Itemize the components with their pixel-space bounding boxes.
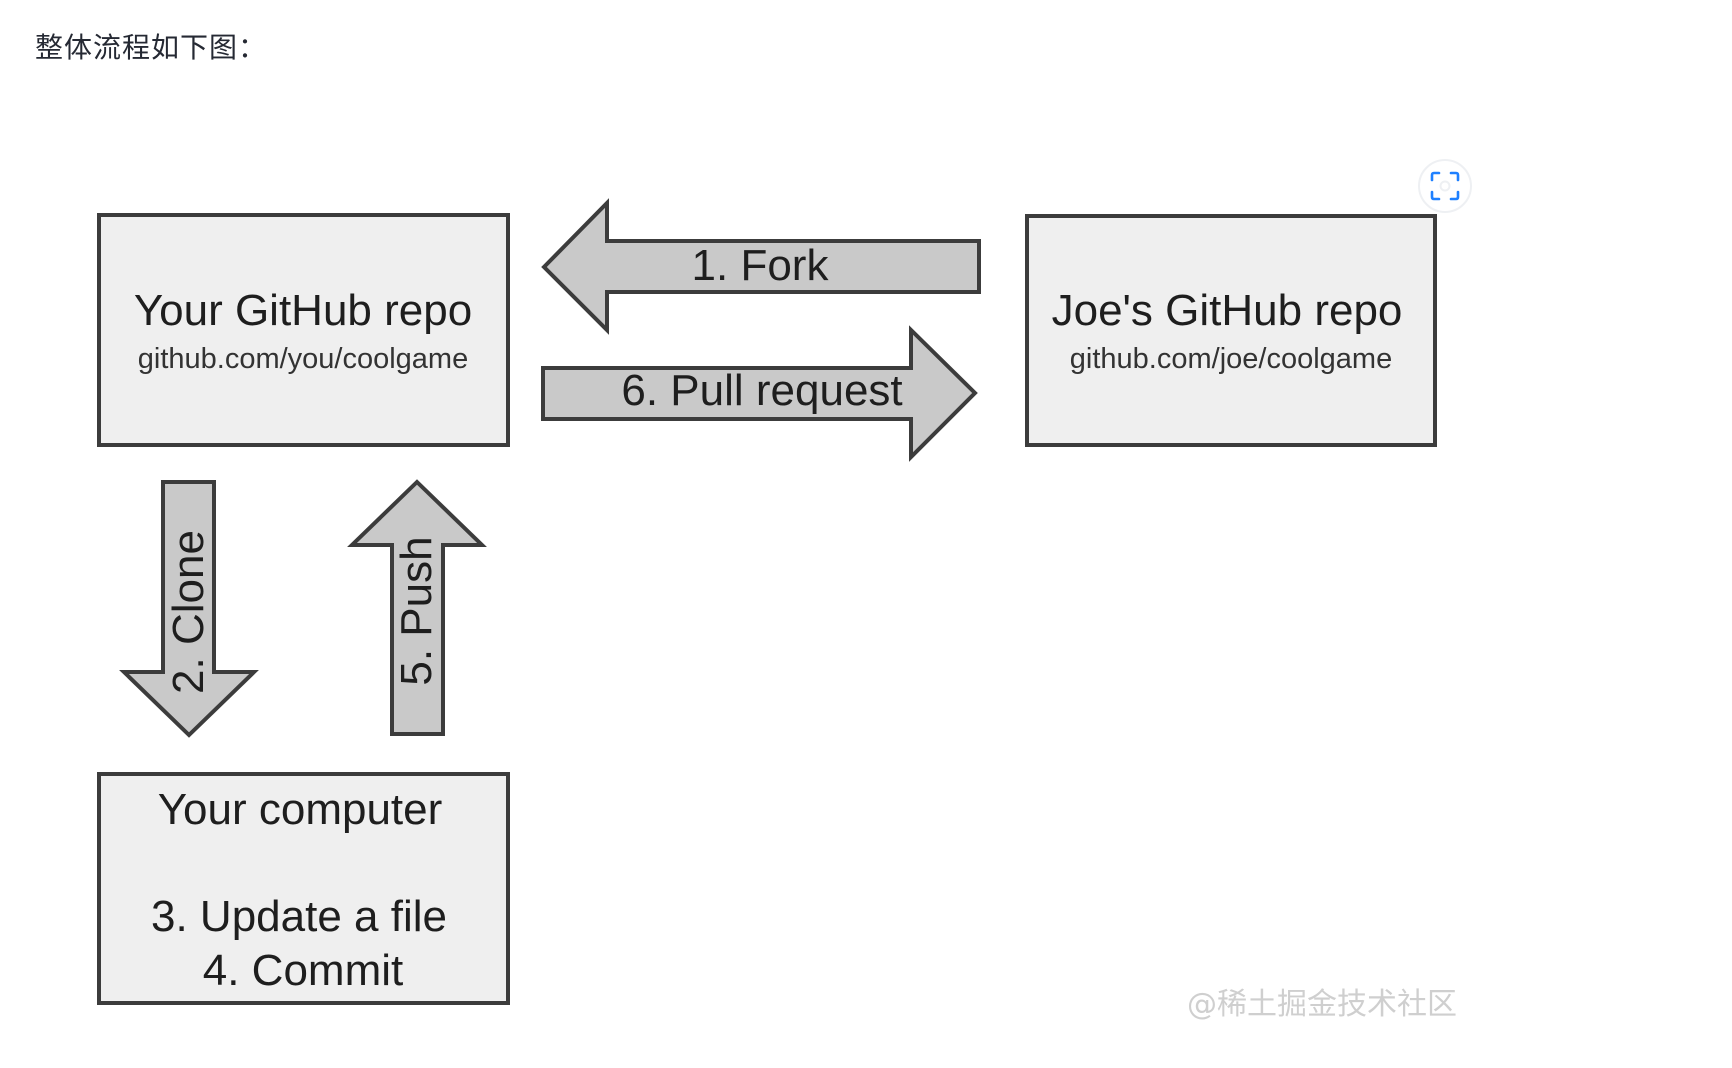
intro-text: 整体流程如下图： — [35, 31, 268, 64]
your-repo-box: Your GitHub repo github.com/you/coolgame — [97, 213, 510, 447]
your-computer-title: Your computer — [158, 785, 443, 834]
clone-arrow: 2. Clone — [119, 480, 259, 738]
fork-label: 1. Fork — [692, 241, 830, 290]
your-computer-step3: 3. Update a file — [151, 892, 447, 941]
joes-repo-box: Joe's GitHub repo github.com/joe/coolgam… — [1025, 214, 1437, 447]
your-computer-box: Your computer 3. Update a file 4. Commit — [97, 772, 510, 1005]
image-zoom-button[interactable] — [1418, 159, 1472, 213]
watermark: @稀土掘金技术社区 — [1187, 987, 1457, 1022]
scan-zoom-icon — [1430, 171, 1460, 201]
joes-repo-url: github.com/joe/coolgame — [1070, 343, 1392, 375]
your-repo-url: github.com/you/coolgame — [138, 343, 468, 375]
clone-label: 2. Clone — [164, 530, 213, 694]
your-repo-title: Your GitHub repo — [134, 286, 472, 335]
fork-arrow: 1. Fork — [541, 198, 981, 335]
pull-request-label: 6. Pull request — [621, 366, 902, 415]
pull-request-arrow: 6. Pull request — [541, 325, 978, 462]
push-arrow: 5. Push — [347, 479, 487, 736]
joes-repo-title: Joe's GitHub repo — [1052, 286, 1403, 335]
push-label: 5. Push — [392, 536, 441, 685]
your-computer-step4: 4. Commit — [203, 946, 403, 995]
